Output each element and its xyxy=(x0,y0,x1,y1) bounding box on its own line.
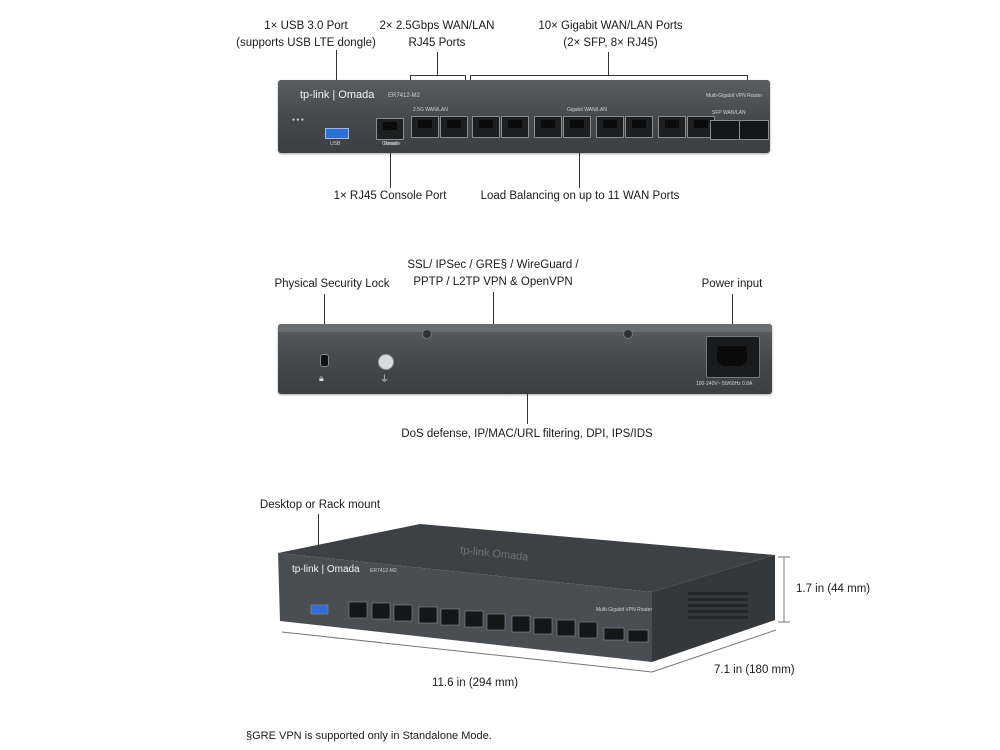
gigabit-callout-line2: (2× SFP, 8× RJ45) xyxy=(563,37,658,49)
front-sfp-port-12[interactable] xyxy=(739,120,769,140)
front-product-label: Multi-Gigabit VPN Router xyxy=(706,93,763,99)
iso-top-surface xyxy=(278,524,775,592)
iso-front-brand: tp-link | Omada xyxy=(292,564,360,575)
front-console-label: Console xyxy=(382,141,401,147)
iso-side-face xyxy=(652,555,775,662)
mount-callout: Desktop or Rack mount xyxy=(259,499,381,511)
ground-icon: ⏚ xyxy=(380,374,390,384)
front-console-port[interactable] xyxy=(376,118,404,140)
front-led-labels: ● ● ● xyxy=(292,117,304,123)
security-lock-slot[interactable] xyxy=(320,354,329,367)
usb-callout-line1: 1× USB 3.0 Port xyxy=(264,20,348,32)
load-balancing-callout: Load Balancing on up to 11 WAN Ports xyxy=(480,190,680,202)
gigabit-leader-line xyxy=(608,52,609,75)
iso-port-7 xyxy=(511,615,531,633)
front-gigabit-port-5[interactable] xyxy=(534,116,562,138)
iso-sfp-1 xyxy=(603,627,625,641)
iso-port-5 xyxy=(464,610,484,628)
front-gigabit-port-9[interactable] xyxy=(658,116,686,138)
front-gigabit-group-label: Gigabit WAN/LAN xyxy=(567,107,607,113)
front-gigabit-port-3[interactable] xyxy=(472,116,500,138)
front-brand-logo: tp-link | Omada xyxy=(300,89,374,101)
vpn-callout-line2: PPTP / L2TP VPN & OpenVPN xyxy=(413,276,573,288)
front-panel: tp-link | Omada ER7412-M2 Multi-Gigabit … xyxy=(278,80,770,153)
iso-port-10 xyxy=(578,621,598,639)
iso-ports xyxy=(310,601,649,643)
front-model-label: ER7412-M2 xyxy=(388,93,421,99)
depth-callout: 7.1 in (180 mm) xyxy=(714,664,795,676)
front-usb-port[interactable] xyxy=(325,128,349,139)
front-reset-label: Reset xyxy=(384,141,398,147)
footnote: §GRE VPN is supported only in Standalone… xyxy=(246,730,492,742)
lock-icon: 🔒︎ xyxy=(319,373,324,383)
front-gigabit-port-7[interactable] xyxy=(596,116,624,138)
power-rating-label: 100-240V~ 50/60Hz 0.8A xyxy=(696,381,753,387)
wan25-callout-line2: RJ45 Ports xyxy=(408,37,466,49)
iso-port-3 xyxy=(418,606,438,624)
iso-console-port xyxy=(348,601,368,619)
rear-panel-top-edge xyxy=(278,324,772,332)
loadbalance-leader-line xyxy=(579,150,580,188)
front-gigabit-port-6[interactable] xyxy=(563,116,591,138)
usb-callout: 1× USB 3.0 Port (supports USB LTE dongle… xyxy=(218,18,394,52)
vpn-callout: SSL/ IPSec / GRE§ / WireGuard / PPTP / L… xyxy=(400,257,586,291)
front-wan25-group-label: 2.5G WAN/LAN xyxy=(413,107,448,113)
front-sfp-group-label: SFP WAN/LAN xyxy=(712,110,746,116)
ground-screw xyxy=(378,354,394,370)
security-lock-callout: Physical Security Lock xyxy=(274,278,390,290)
vpn-leader-line xyxy=(493,292,494,324)
front-usb-label: USB xyxy=(330,141,341,147)
mount-leader-line xyxy=(318,514,319,548)
vpn-callout-line1: SSL/ IPSec / GRE§ / WireGuard / xyxy=(407,259,579,271)
iso-vent-grille xyxy=(688,592,748,619)
front-gigabit-port-4[interactable] xyxy=(501,116,529,138)
gigabit-callout: 10× Gigabit WAN/LAN Ports (2× SFP, 8× RJ… xyxy=(518,18,703,52)
console-callout: 1× RJ45 Console Port xyxy=(333,190,447,202)
gigabit-callout-line1: 10× Gigabit WAN/LAN Ports xyxy=(538,20,683,32)
security-features-callout: DoS defense, IP/MAC/URL filtering, DPI, … xyxy=(401,428,653,440)
iso-product-label: Multi-Gigabit VPN Router xyxy=(596,607,653,613)
wan25-callout-line1: 2× 2.5Gbps WAN/LAN xyxy=(379,20,495,32)
lock-leader-line xyxy=(324,294,325,346)
front-gigabit-port-8[interactable] xyxy=(625,116,653,138)
power-input-callout: Power input xyxy=(701,278,763,290)
iso-port-6 xyxy=(486,613,506,631)
power-socket-inner xyxy=(717,346,747,366)
wan25-leader-line xyxy=(437,52,438,75)
wan25-callout: 2× 2.5Gbps WAN/LAN RJ45 Ports xyxy=(365,18,509,52)
iso-port-2 xyxy=(393,604,413,622)
iso-model-label: ER7412-M2 xyxy=(370,568,397,574)
power-socket[interactable] xyxy=(706,336,760,378)
power-leader-line xyxy=(732,294,733,338)
console-leader-line xyxy=(390,140,391,188)
iso-usb-port xyxy=(310,604,329,615)
iso-port-4 xyxy=(440,608,460,626)
rear-panel: 🔒︎ ⏚ 100-240V~ 50/60Hz 0.8A xyxy=(278,324,772,394)
width-dimension-line xyxy=(281,631,653,673)
front-wan25-port-1[interactable] xyxy=(411,116,439,138)
rear-screw-2 xyxy=(623,329,633,339)
security-leader-line xyxy=(527,394,528,424)
iso-port-1 xyxy=(371,602,391,620)
front-brand-text: tp-link | Omada xyxy=(300,89,375,101)
depth-dimension-line xyxy=(651,629,777,673)
rear-screw-1 xyxy=(422,329,432,339)
iso-port-8 xyxy=(533,617,553,635)
iso-port-9 xyxy=(556,619,576,637)
front-wan25-port-2[interactable] xyxy=(440,116,468,138)
iso-sfp-2 xyxy=(627,629,649,643)
usb-callout-line2: (supports USB LTE dongle) xyxy=(236,37,376,49)
width-callout: 11.6 in (294 mm) xyxy=(431,677,519,689)
iso-dimension-lines xyxy=(281,556,790,673)
height-callout: 1.7 in (44 mm) xyxy=(796,583,871,595)
